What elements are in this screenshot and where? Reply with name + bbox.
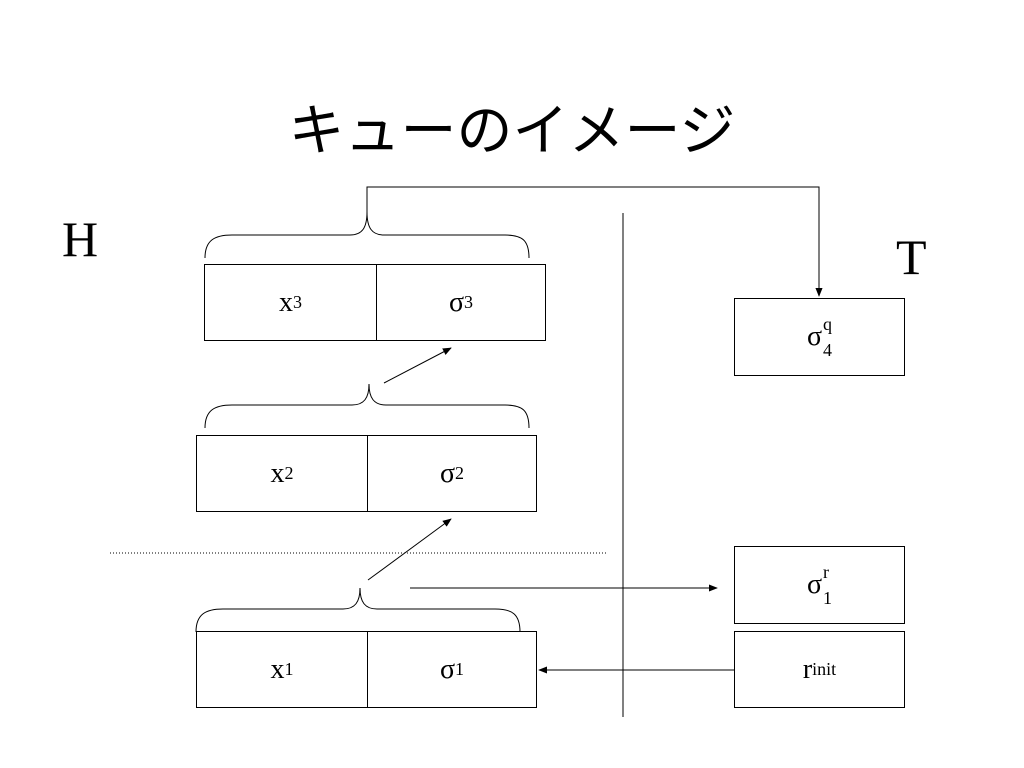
arrow-to-sigma-q4 xyxy=(366,186,823,297)
sigma-r1-scripts: r 1 xyxy=(823,563,832,607)
entry1-x-sub: 1 xyxy=(284,659,294,679)
entry2-sigma-sub: 2 xyxy=(455,463,465,483)
entry3-sigma-base: σ xyxy=(448,286,465,318)
brace-entry-2 xyxy=(204,383,530,429)
entry1-sigma-base: σ xyxy=(439,653,456,685)
sigma-q4-sup: q xyxy=(823,314,833,334)
tail-label: T xyxy=(896,229,927,285)
tail-sigma-q4-cell: σ q 4 xyxy=(734,298,905,376)
sigma-q4-scripts: q 4 xyxy=(823,315,832,359)
sigma-r1-sup: r xyxy=(823,562,830,582)
r-init-base: r xyxy=(802,653,813,685)
brace-entry-3 xyxy=(204,211,530,259)
entry2-sigma-base: σ xyxy=(439,457,456,489)
brace-entry-1 xyxy=(195,587,521,633)
entry2-x-sub: 2 xyxy=(284,463,294,483)
sigma-q4-base: σ xyxy=(806,321,823,352)
tail-sigma-r1-cell: σ r 1 xyxy=(734,546,905,624)
entry3-x-sub: 3 xyxy=(293,292,302,312)
head-label: H xyxy=(62,211,99,267)
sigma-r1-sub: 1 xyxy=(823,588,833,608)
r-init-sub: init xyxy=(812,659,837,679)
entry3-sigma-sub: 3 xyxy=(464,292,474,312)
sigma-q4-sub: 4 xyxy=(823,340,833,360)
entry2-x-base: x xyxy=(270,457,285,489)
entry1-x-base: x xyxy=(270,653,285,685)
slide-title: キューのイメージ xyxy=(288,99,736,164)
entry3-x-base: x xyxy=(279,286,293,318)
arrow-entry2-to-sigma3 xyxy=(383,347,452,384)
arrow-entry1-to-sigma2 xyxy=(367,518,452,581)
entry1-sigma-sub: 1 xyxy=(455,659,465,679)
sigma-r1-base: σ xyxy=(806,569,823,600)
